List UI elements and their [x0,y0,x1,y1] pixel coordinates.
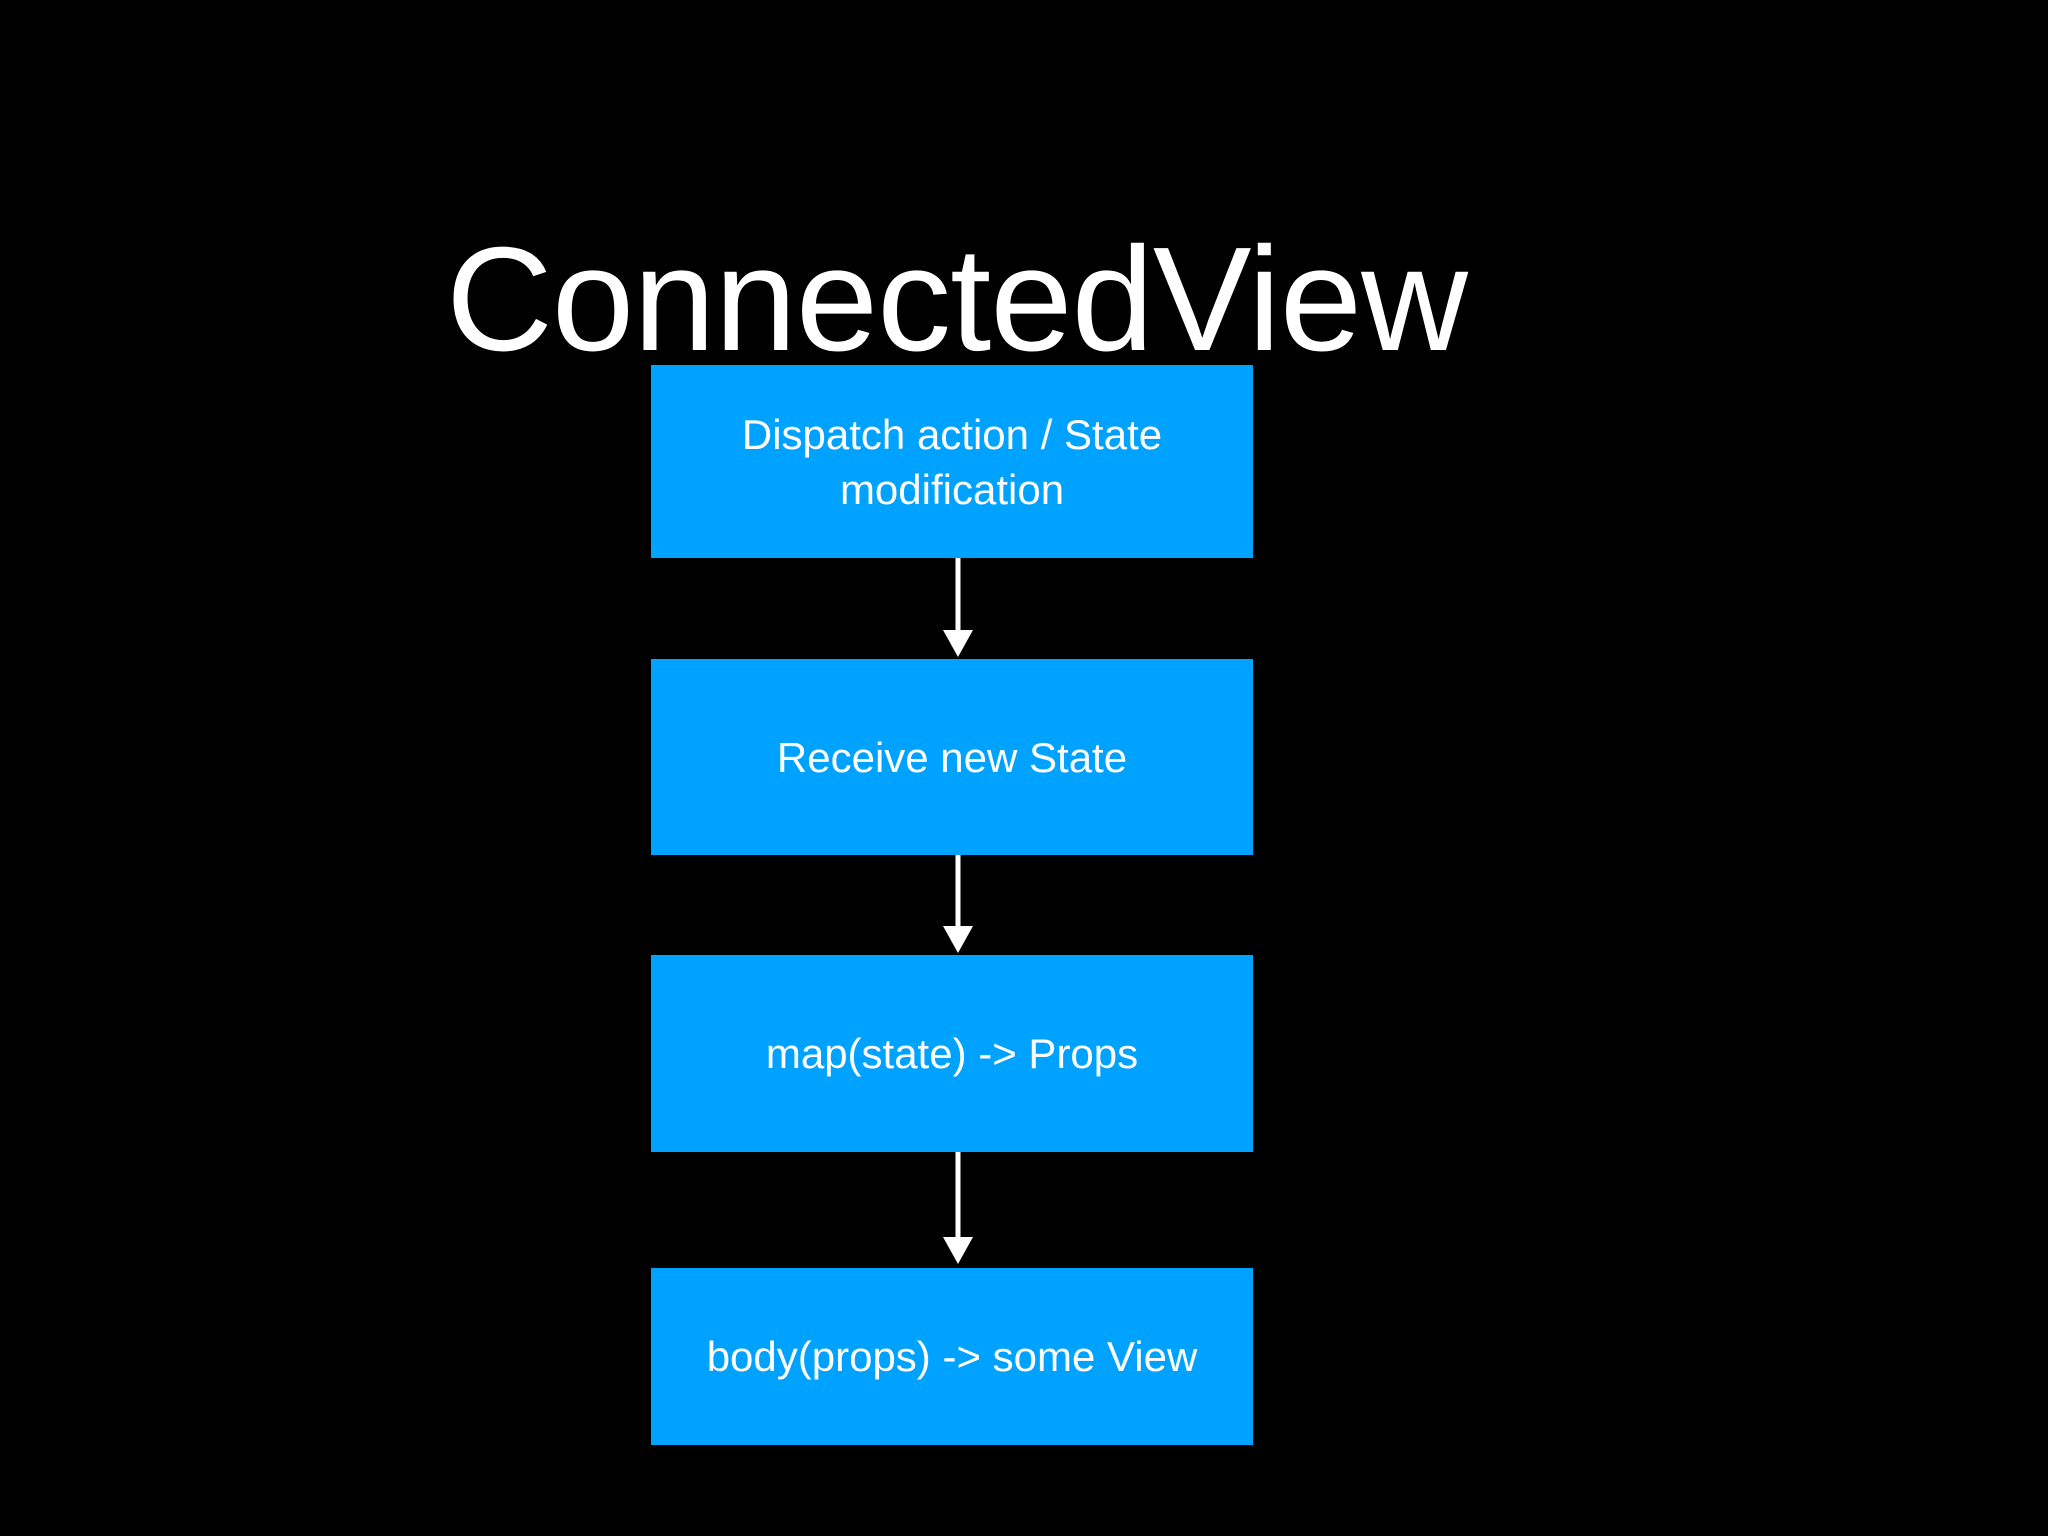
arrow-down-icon [936,855,980,955]
flow-node-dispatch[interactable]: Dispatch action / State modification [651,365,1253,558]
flow-node-label: Receive new State [776,733,1128,781]
arrow-down-icon [936,558,980,659]
flow-node-body[interactable]: body(props) -> some View [651,1268,1253,1445]
flow-node-map[interactable]: map(state) -> Props [651,955,1253,1152]
flow-node-label: Dispatch action / State modification [741,410,1163,513]
flow-node-receive[interactable]: Receive new State [651,659,1253,855]
flow-node-label: map(state) -> Props [765,1030,1139,1077]
arrow-down-icon [936,1152,980,1268]
page-title: ConnectedView [446,217,1468,383]
flow-node-label: body(props) -> some View [706,1333,1198,1380]
